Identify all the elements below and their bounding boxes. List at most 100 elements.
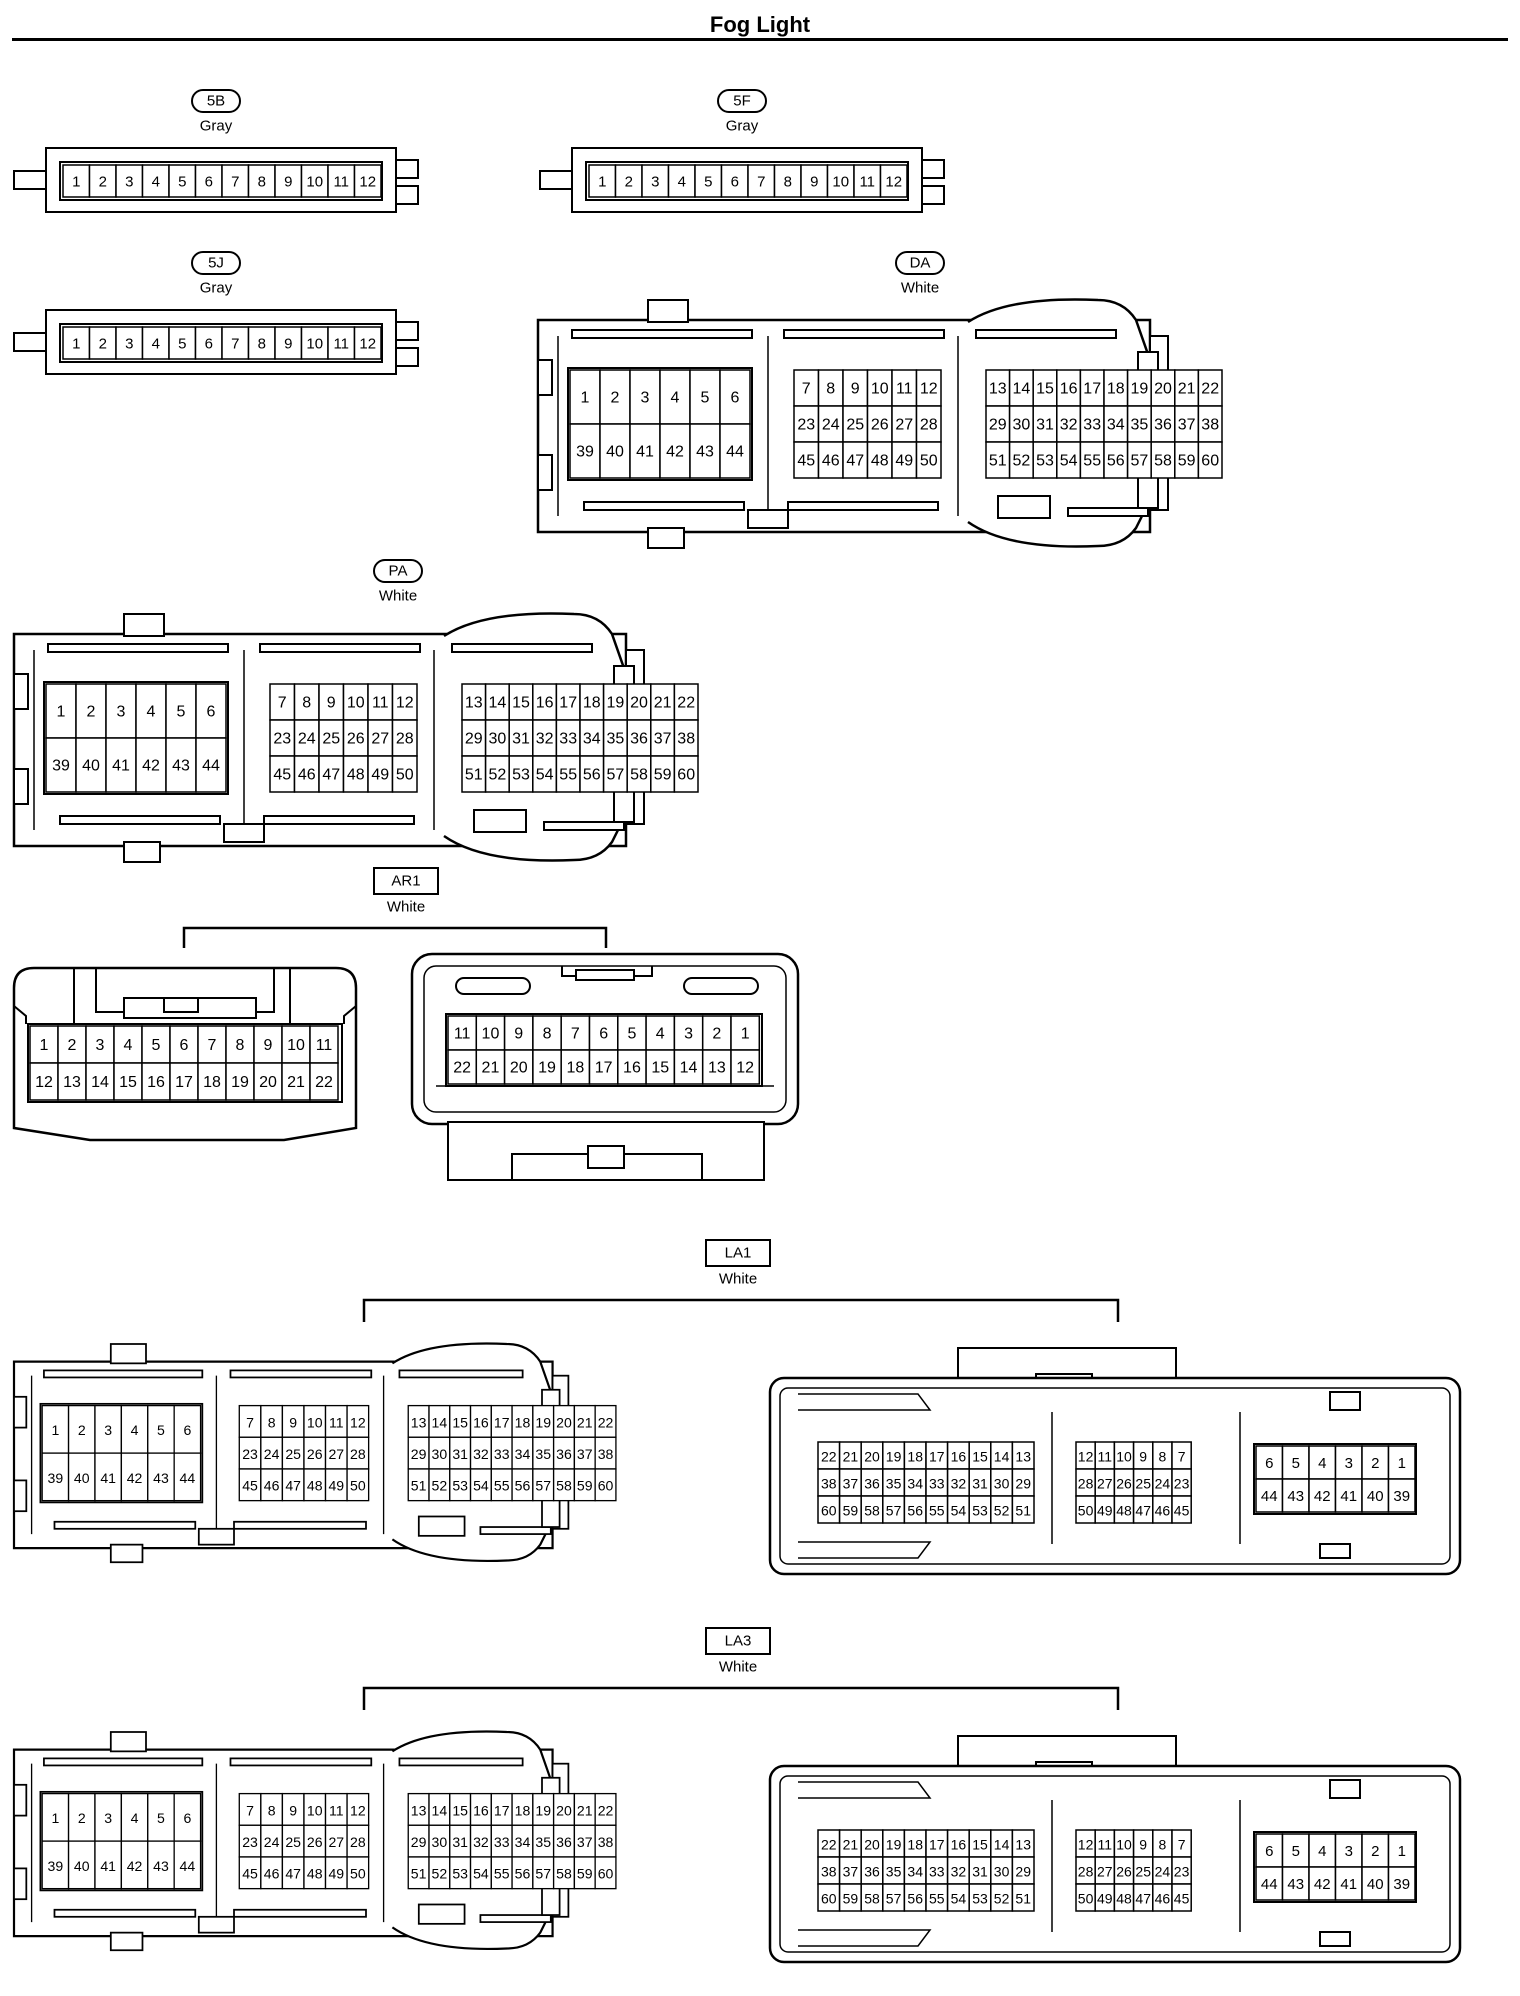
pin-number: 20 [1154, 381, 1172, 398]
pin-number: 13 [411, 1802, 427, 1818]
bottom-tab [747, 509, 789, 529]
pin-number: 32 [951, 1476, 967, 1492]
pin-number: 11 [454, 1026, 471, 1043]
pin-number: 4 [152, 174, 160, 191]
pin-number: 59 [843, 1891, 859, 1907]
slot [233, 1520, 367, 1530]
pin-number: 6 [731, 174, 739, 191]
pin-cell [221, 326, 250, 360]
pin-number: 58 [864, 1891, 880, 1907]
connector-code-box [705, 1627, 771, 1655]
pin-number: 55 [1083, 453, 1101, 470]
pin-number: 25 [285, 1446, 301, 1462]
pin-number: 29 [989, 417, 1007, 434]
pin-number: 36 [1154, 417, 1172, 434]
pin-number: 38 [1201, 417, 1219, 434]
pin-number: 12 [1078, 1837, 1094, 1853]
pin-number: 7 [802, 381, 811, 398]
pin-number: 48 [307, 1478, 323, 1494]
pin-number: 20 [864, 1449, 880, 1465]
side-notch [537, 454, 553, 491]
pin-number: 32 [473, 1446, 489, 1462]
pin-cell [367, 683, 394, 721]
slot [53, 1520, 197, 1530]
pin-number: 2 [712, 1026, 721, 1043]
pin-number: 18 [907, 1449, 923, 1465]
pin-cell [1387, 1478, 1416, 1513]
pin-number: 1 [72, 336, 80, 353]
pin-number: 28 [1078, 1476, 1094, 1492]
pin-cell [730, 1015, 761, 1051]
pin-number: 51 [411, 1478, 427, 1494]
slot [479, 1914, 552, 1923]
connector-code: 5F [733, 93, 751, 110]
pin-number: 41 [636, 444, 654, 461]
pin-number: 10 [1116, 1449, 1132, 1465]
latch-boss [123, 613, 165, 637]
pin-number: 10 [307, 1802, 323, 1818]
pin-number: 16 [951, 1449, 967, 1465]
pin-number: 41 [1340, 1876, 1357, 1893]
pin-number: 50 [1078, 1891, 1094, 1907]
pin-cell [147, 1404, 175, 1454]
pin-number: 43 [696, 444, 714, 461]
pairing-bracket [362, 1686, 1120, 1710]
latch-key [1329, 1779, 1361, 1799]
side-notch [537, 359, 553, 396]
pin-number: 18 [1107, 381, 1125, 398]
pin-number: 33 [1083, 417, 1101, 434]
pin-cell [1308, 1478, 1337, 1513]
pin-number: 9 [284, 336, 292, 353]
pin-number: 20 [864, 1837, 880, 1853]
pin-number: 59 [577, 1478, 593, 1494]
pin-number: 26 [871, 417, 889, 434]
slot [1067, 507, 1149, 517]
pin-cell [293, 683, 320, 721]
pin-number: 27 [895, 417, 913, 434]
pin-number: 13 [1015, 1837, 1031, 1853]
pin-number: 57 [1131, 453, 1149, 470]
pin-cell [588, 1049, 619, 1085]
pin-number: 5 [1292, 1455, 1300, 1472]
pin-number: 1 [72, 174, 80, 191]
slot [787, 501, 939, 511]
pin-number: 18 [515, 1414, 531, 1430]
pin-number: 17 [929, 1837, 945, 1853]
pin-number: 12 [350, 1802, 366, 1818]
pin-number: 4 [656, 1026, 665, 1043]
pin-cell [826, 164, 855, 198]
pin-number: 60 [1201, 453, 1219, 470]
pin-number: 39 [1393, 1488, 1410, 1505]
pin-number: 6 [1265, 1843, 1273, 1860]
pin-cell [318, 719, 345, 757]
pin-cell [197, 1062, 227, 1101]
pin-number: 44 [726, 444, 744, 461]
pin-number: 22 [821, 1837, 837, 1853]
pin-number: 15 [512, 695, 530, 712]
pin-number: 31 [1036, 417, 1054, 434]
connector-color: Gray [200, 118, 233, 135]
key-slot [683, 977, 759, 995]
pin-cell [41, 1452, 70, 1502]
pin-number: 11 [329, 1414, 344, 1430]
pin-number: 15 [972, 1837, 988, 1853]
pin-number: 10 [871, 381, 889, 398]
pin-number: 17 [175, 1074, 193, 1091]
pin-cell [253, 1062, 283, 1101]
pin-cell [94, 1404, 123, 1454]
pin-cell [617, 1049, 647, 1085]
pin-number: 58 [556, 1478, 572, 1494]
pin-number: 57 [607, 767, 625, 784]
pin-cell [197, 1025, 227, 1064]
pin-cell [1255, 1833, 1284, 1868]
pin-number: 54 [536, 767, 554, 784]
pin-cell [346, 1856, 370, 1890]
connector-code: AR1 [391, 873, 420, 890]
pin-number: 50 [350, 1478, 366, 1494]
bottom-tab [223, 823, 265, 843]
slot [43, 1369, 204, 1379]
pin-number: 25 [1135, 1476, 1151, 1492]
latch-boss [109, 1731, 147, 1753]
